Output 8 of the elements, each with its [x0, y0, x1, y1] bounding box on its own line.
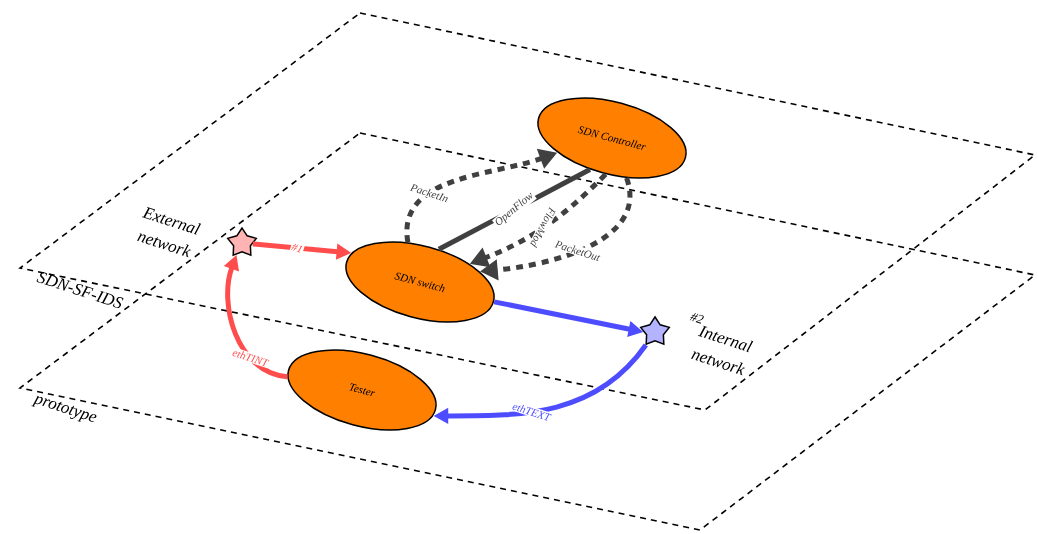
node-caption: External network — [137, 207, 202, 258]
node-caption: Internal network — [691, 325, 754, 376]
node-caption: #2 — [689, 313, 704, 324]
edge-label: ethTINT — [230, 347, 271, 369]
layer-label: prototype — [31, 395, 97, 423]
edge-label: ethTEXT — [510, 400, 553, 423]
edge-label: #1 — [289, 241, 305, 255]
edge-label: PacketIn — [408, 181, 451, 204]
